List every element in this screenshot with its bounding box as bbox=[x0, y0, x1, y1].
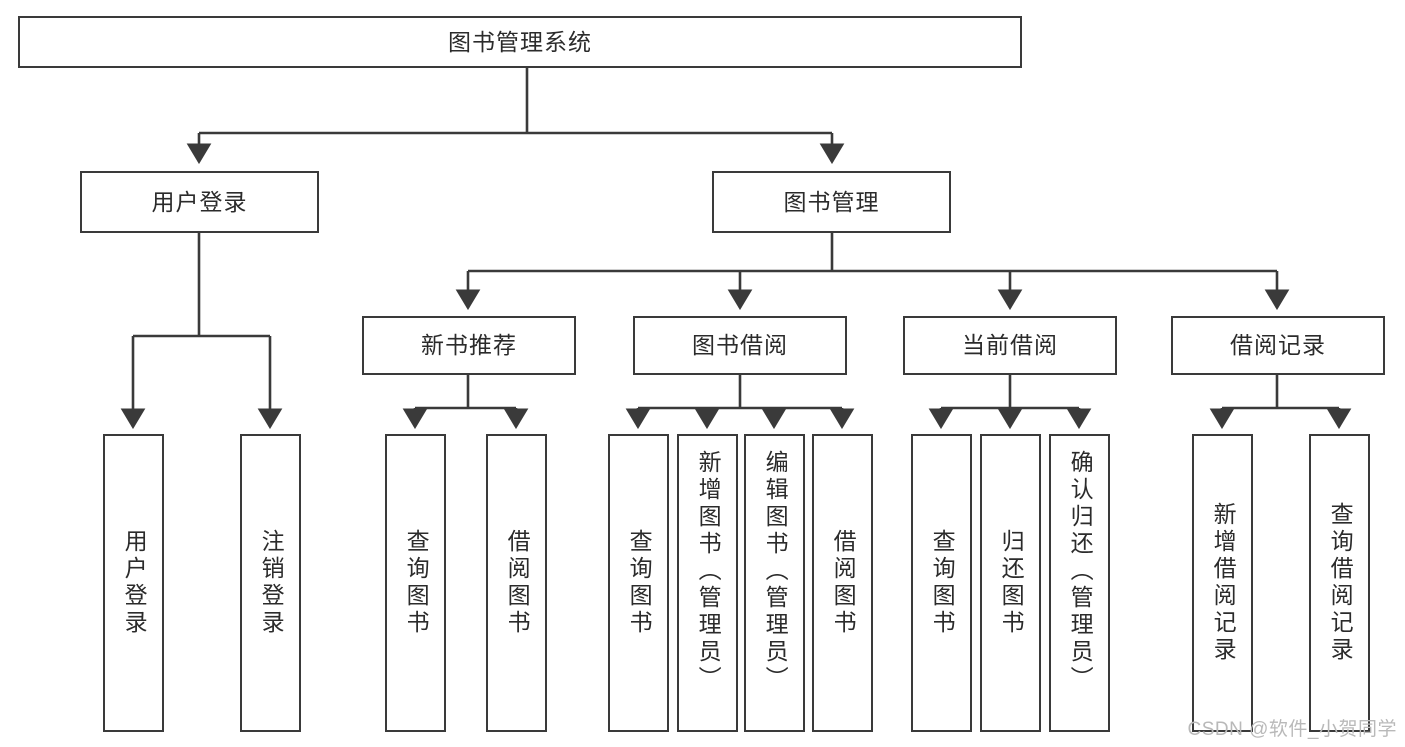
node-leaf-confirm-return-admin[interactable]: 确认归还（管理员） bbox=[1049, 434, 1110, 732]
node-new-book-recommend-label: 新书推荐 bbox=[421, 332, 517, 359]
node-leaf-borrow-book-1-label: 借阅图书 bbox=[504, 529, 531, 637]
node-leaf-query-book-2-label: 查询图书 bbox=[626, 529, 653, 637]
node-leaf-return-book[interactable]: 归还图书 bbox=[980, 434, 1041, 732]
node-leaf-borrow-book-2-label: 借阅图书 bbox=[830, 529, 857, 637]
node-current-borrow-label: 当前借阅 bbox=[962, 332, 1058, 359]
node-leaf-add-borrow-record-label: 新增借阅记录 bbox=[1210, 502, 1237, 664]
node-leaf-query-book-1-label: 查询图书 bbox=[403, 529, 430, 637]
node-leaf-return-book-label: 归还图书 bbox=[998, 529, 1025, 637]
node-leaf-add-book-admin-label: 新增图书（管理员） bbox=[695, 450, 722, 693]
node-book-borrow[interactable]: 图书借阅 bbox=[633, 316, 847, 375]
node-leaf-query-borrow-record-label: 查询借阅记录 bbox=[1327, 502, 1354, 664]
node-leaf-user-login-label: 用户登录 bbox=[121, 529, 148, 637]
node-book-management[interactable]: 图书管理 bbox=[712, 171, 951, 233]
node-borrow-record-label: 借阅记录 bbox=[1230, 332, 1326, 359]
node-new-book-recommend[interactable]: 新书推荐 bbox=[362, 316, 576, 375]
node-borrow-record[interactable]: 借阅记录 bbox=[1171, 316, 1385, 375]
node-user-login[interactable]: 用户登录 bbox=[80, 171, 319, 233]
node-leaf-query-book-2[interactable]: 查询图书 bbox=[608, 434, 669, 732]
node-leaf-edit-book-admin-label: 编辑图书（管理员） bbox=[762, 450, 789, 693]
node-leaf-query-book-3-label: 查询图书 bbox=[929, 529, 956, 637]
node-leaf-confirm-return-admin-label: 确认归还（管理员） bbox=[1067, 450, 1094, 693]
node-current-borrow[interactable]: 当前借阅 bbox=[903, 316, 1117, 375]
node-leaf-borrow-book-2[interactable]: 借阅图书 bbox=[812, 434, 873, 732]
node-leaf-query-borrow-record[interactable]: 查询借阅记录 bbox=[1309, 434, 1370, 732]
node-root[interactable]: 图书管理系统 bbox=[18, 16, 1022, 68]
node-leaf-add-book-admin[interactable]: 新增图书（管理员） bbox=[677, 434, 738, 732]
node-leaf-edit-book-admin[interactable]: 编辑图书（管理员） bbox=[744, 434, 805, 732]
node-leaf-add-borrow-record[interactable]: 新增借阅记录 bbox=[1192, 434, 1253, 732]
node-leaf-borrow-book-1[interactable]: 借阅图书 bbox=[486, 434, 547, 732]
node-leaf-logout-login[interactable]: 注销登录 bbox=[240, 434, 301, 732]
node-leaf-user-login[interactable]: 用户登录 bbox=[103, 434, 164, 732]
node-leaf-query-book-3[interactable]: 查询图书 bbox=[911, 434, 972, 732]
node-leaf-query-book-1[interactable]: 查询图书 bbox=[385, 434, 446, 732]
node-book-management-label: 图书管理 bbox=[783, 188, 880, 215]
node-user-login-label: 用户登录 bbox=[151, 188, 248, 215]
node-leaf-logout-login-label: 注销登录 bbox=[258, 529, 285, 637]
node-root-label: 图书管理系统 bbox=[448, 28, 592, 55]
node-book-borrow-label: 图书借阅 bbox=[692, 332, 788, 359]
watermark-text: CSDN @软件_小贺同学 bbox=[1187, 719, 1397, 740]
